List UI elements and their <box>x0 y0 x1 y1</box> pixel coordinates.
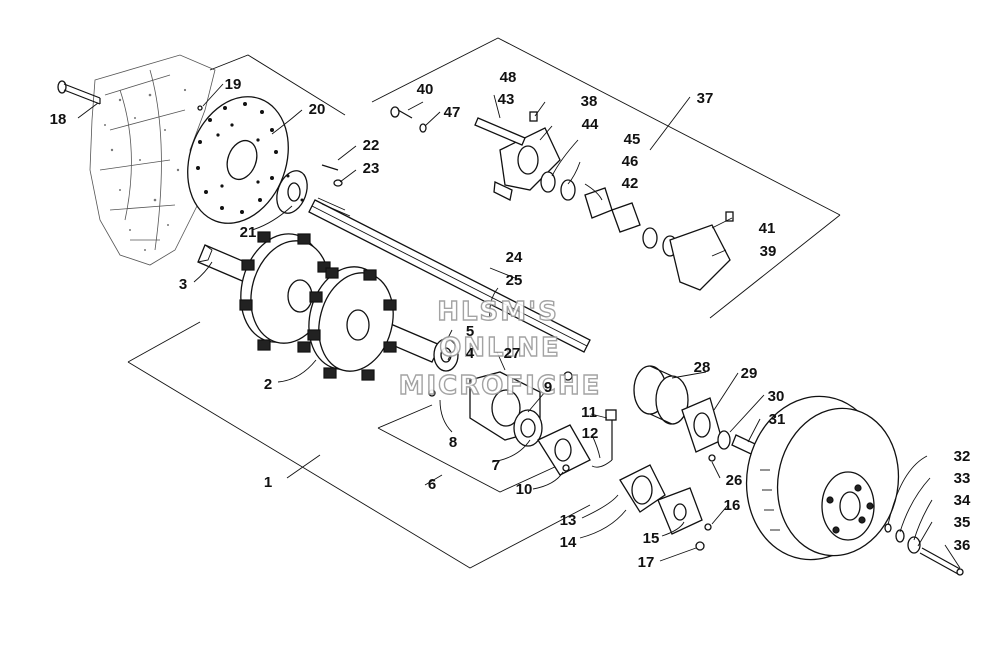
callout-18: 18 <box>50 111 67 128</box>
callout-37: 37 <box>697 90 714 107</box>
callout-22: 22 <box>363 137 380 154</box>
callout-16: 16 <box>724 497 741 514</box>
driven-wheel <box>745 395 900 561</box>
callout-7: 7 <box>492 457 500 474</box>
callout-25: 25 <box>506 272 523 289</box>
callout-13: 13 <box>560 512 577 529</box>
washers-and-bolt <box>884 523 964 576</box>
caliper-half-39 <box>669 211 734 291</box>
callout-44: 44 <box>582 116 599 133</box>
callout-8: 8 <box>449 434 457 451</box>
callout-26: 26 <box>726 472 743 489</box>
callout-15: 15 <box>643 530 660 547</box>
callout-23: 23 <box>363 160 380 177</box>
callout-39: 39 <box>760 243 777 260</box>
callout-10: 10 <box>516 481 533 498</box>
callout-6: 6 <box>428 476 436 493</box>
watermark-line2: ONLINE <box>439 333 561 363</box>
callout-1: 1 <box>264 474 272 491</box>
callout-33: 33 <box>954 470 971 487</box>
callout-41: 41 <box>759 220 776 237</box>
idler-14 <box>619 464 666 513</box>
callout-12: 12 <box>582 425 599 442</box>
callout-17: 17 <box>638 554 655 571</box>
callout-27: 27 <box>504 345 521 362</box>
callout-36: 36 <box>954 537 971 554</box>
drive-sprocket-left <box>239 231 333 353</box>
bolt-18 <box>57 80 101 105</box>
bearing-housing <box>433 338 543 447</box>
engine-housing <box>89 54 216 266</box>
callout-45: 45 <box>624 131 641 148</box>
watermark-line3: MICROFICHE <box>399 371 602 401</box>
callout-5: 5 <box>466 323 474 340</box>
callout-43: 43 <box>498 91 515 108</box>
callout-46: 46 <box>622 153 639 170</box>
callout-29: 29 <box>741 365 758 382</box>
callout-28: 28 <box>694 359 711 376</box>
disc-hub <box>276 170 308 214</box>
callout-24: 24 <box>506 249 523 266</box>
callout-30: 30 <box>768 388 785 405</box>
drive-sprocket-right <box>307 266 397 381</box>
upper-shaft <box>308 197 591 353</box>
bearing-plate <box>537 424 591 476</box>
seal-30 <box>717 430 731 450</box>
callout-34: 34 <box>954 492 971 509</box>
bracket-15 <box>657 487 703 535</box>
callout-47: 47 <box>444 104 461 121</box>
bearing-28 <box>633 365 689 425</box>
caliper-pins <box>390 106 538 146</box>
callout-48: 48 <box>500 69 517 86</box>
callout-2: 2 <box>264 376 272 393</box>
callout-32: 32 <box>954 448 971 465</box>
callout-35: 35 <box>954 514 971 531</box>
group-1-bracket <box>127 54 591 569</box>
flange-plate-29 <box>681 397 723 453</box>
group-6-bracket <box>377 404 571 493</box>
leader-lines <box>77 83 961 569</box>
callout-3: 3 <box>179 276 187 293</box>
brake-pads-and-seals <box>540 171 678 257</box>
brake-disc <box>187 96 289 224</box>
callout-14: 14 <box>560 534 577 551</box>
callout-labels: 1 2 3 4 5 6 7 8 9 10 11 12 13 14 15 16 1… <box>50 69 971 571</box>
callout-9: 9 <box>544 379 552 396</box>
group-37-bracket <box>371 37 841 319</box>
callout-21: 21 <box>240 224 257 241</box>
callout-38: 38 <box>581 93 598 110</box>
callout-4: 4 <box>466 345 475 362</box>
callout-40: 40 <box>417 81 434 98</box>
callout-11: 11 <box>581 404 597 421</box>
speed-sensor <box>591 409 617 468</box>
watermark: HLSM'S ONLINE MICROFICHE <box>398 296 602 401</box>
callout-19: 19 <box>225 76 242 93</box>
watermark-line1: HLSM'S <box>437 297 559 327</box>
callout-31: 31 <box>769 411 786 428</box>
callout-20: 20 <box>309 101 326 118</box>
callout-42: 42 <box>622 175 639 192</box>
